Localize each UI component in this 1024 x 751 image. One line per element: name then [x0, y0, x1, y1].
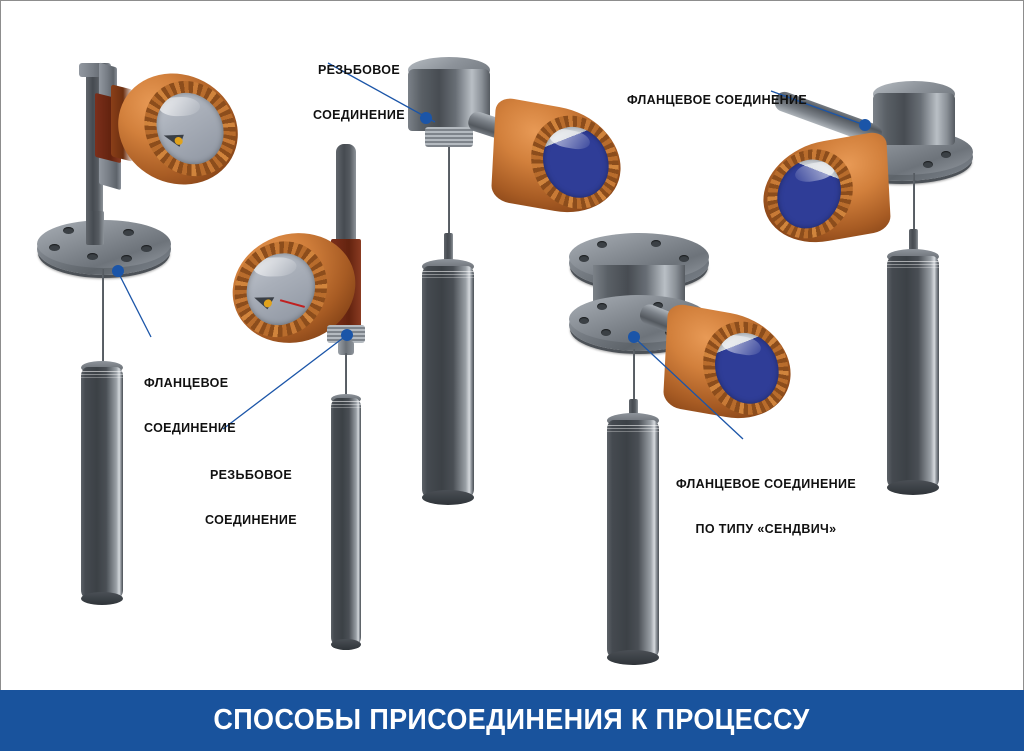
housing-body — [873, 93, 955, 145]
probe-stem — [629, 399, 638, 421]
callout-line-1: РЕЗЬБОВОЕ — [317, 63, 401, 77]
glass-sheen — [720, 332, 762, 358]
callout-line-1: ФЛАНЦЕВОЕ СОЕДИНЕНИЕ — [675, 477, 857, 491]
probe-rings — [422, 271, 474, 282]
probe-body — [887, 256, 939, 488]
probe-cable — [633, 349, 635, 405]
flange-bolt — [923, 161, 933, 168]
callout-line-1: ФЛАНЦЕВОЕ СОЕДИНЕНИЕ — [626, 93, 808, 107]
probe-body — [331, 398, 361, 646]
probe-cable — [345, 353, 347, 399]
flange-bolt — [87, 253, 98, 260]
callout-label-flanged-sandwich: ФЛАНЦЕВОЕ СОЕДИНЕНИЕ ПО ТИПУ «СЕНДВИЧ» — [641, 447, 891, 567]
probe-rings — [81, 371, 123, 381]
callout-label-flanged-left: ФЛАНЦЕВОЕ СОЕДИНЕНИЕ — [144, 346, 324, 466]
glass-sheen — [548, 126, 591, 153]
illustration-canvas: РЕЗЬБОВОЕ СОЕДИНЕНИЕ ФЛАНЦЕВОЕ СОЕДИНЕНИ… — [0, 0, 1024, 690]
probe-stem — [909, 229, 918, 257]
probe-bottom-cap — [887, 480, 939, 495]
flange-bolt — [579, 255, 589, 262]
callout-label-threaded-left-lower: РЕЗЬБОВОЕ СОЕДИНЕНИЕ — [151, 438, 351, 558]
transmitter-head — [110, 71, 246, 187]
probe-rings — [607, 425, 659, 436]
callout-line-2: ПО ТИПУ «СЕНДВИЧ» — [695, 522, 837, 536]
probe-bottom-cap — [81, 592, 123, 605]
flange-bolt — [651, 240, 661, 247]
flange-bolt — [49, 244, 60, 251]
threaded-connection — [425, 127, 473, 147]
probe-bottom-cap — [331, 639, 361, 650]
probe-cable — [448, 147, 450, 237]
dial-needle — [279, 299, 306, 308]
callout-line-2: СОЕДИНЕНИЕ — [313, 108, 405, 122]
callout-label-threaded-top: РЕЗЬБОВОЕ СОЕДИНЕНИЕ — [259, 33, 459, 153]
probe-rings — [331, 401, 361, 410]
leader-line-flanged-left — [119, 275, 152, 338]
callout-line-2: СОЕДИНЕНИЕ — [205, 513, 297, 527]
transmitter-head — [760, 130, 892, 252]
flange-bolt — [941, 151, 951, 158]
banner-title: СПОСОБЫ ПРИСОЕДИНЕНИЯ К ПРОЦЕССУ — [213, 704, 811, 736]
dial-marker — [174, 136, 184, 146]
flange-bolt — [597, 241, 607, 248]
flange-hub — [86, 211, 104, 245]
bottom-banner: СПОСОБЫ ПРИСОЕДИНЕНИЯ К ПРОЦЕССУ — [0, 690, 1024, 751]
probe-bottom-cap — [607, 650, 659, 665]
probe-rings — [887, 261, 939, 272]
process-flange-face — [37, 220, 171, 268]
flange-bolt — [597, 303, 607, 310]
probe-body — [607, 420, 659, 658]
flange-bolt — [121, 255, 132, 262]
flange-bolt — [63, 227, 74, 234]
probe-stem — [444, 233, 453, 267]
probe-body — [81, 367, 123, 599]
flange-bolt — [679, 255, 689, 262]
flange-bolt — [579, 317, 589, 324]
probe-cable — [102, 269, 104, 367]
probe-body — [422, 266, 474, 498]
callout-label-flanged-top-right: ФЛАНЦЕВОЕ СОЕДИНЕНИЕ — [587, 63, 847, 138]
transmitter-head — [662, 302, 794, 428]
glass-sheen — [253, 257, 297, 277]
callout-line-1: РЕЗЬБОВОЕ — [209, 468, 293, 482]
callout-line-1: ФЛАНЦЕВОЕ — [144, 376, 229, 390]
glass-sheen — [157, 96, 202, 117]
flange-bolt — [653, 302, 663, 309]
flange-bolt — [601, 329, 611, 336]
callout-line-2: СОЕДИНЕНИЕ — [144, 421, 236, 435]
probe-cable — [913, 173, 915, 235]
probe-bottom-cap — [422, 490, 474, 505]
flange-bolt — [141, 245, 152, 252]
glass-sheen — [794, 159, 836, 184]
flange-bolt — [123, 229, 134, 236]
